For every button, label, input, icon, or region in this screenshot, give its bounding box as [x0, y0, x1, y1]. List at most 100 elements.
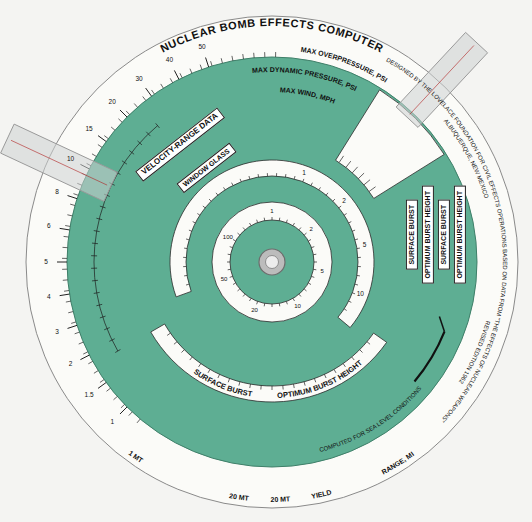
- scale-tick: [62, 269, 67, 270]
- ring-tick: [264, 218, 266, 221]
- scale-number: 40: [166, 57, 173, 64]
- band-tick: [208, 369, 210, 372]
- scale-tick: [242, 54, 244, 59]
- scale-caption: BASED ON DATA FROM "THE EFFECTS OF NUCLE…: [440, 249, 508, 423]
- scale-tick: [126, 111, 129, 115]
- scale-caption-line: RANGE, MI: [380, 450, 415, 475]
- band-tick: [314, 379, 315, 383]
- scale-box: SURFACE BURST: [406, 200, 418, 270]
- scale-caption: 20 MT: [270, 495, 291, 503]
- scale-number: 10: [67, 156, 74, 163]
- scale-tick: [98, 145, 102, 148]
- scale-tick: [64, 236, 69, 238]
- grommet-hole: [266, 256, 279, 269]
- ring-number: 50: [221, 276, 228, 282]
- ring-tick: [243, 294, 245, 296]
- scale-tick: [63, 279, 68, 280]
- scale-tick: [83, 352, 88, 354]
- band-tick: [303, 179, 304, 182]
- scale-caption-line: COMPUTED FOR SEA LEVEL CONDITIONS: [319, 385, 423, 453]
- scale-number: 4: [47, 294, 51, 301]
- band-tick: [193, 222, 196, 223]
- scale-tick: [100, 380, 104, 383]
- ring-tick: [228, 254, 231, 256]
- band-tick: [311, 183, 312, 186]
- box-text: OPTIMUM BURST HEIGHT: [456, 191, 463, 279]
- scale-caption: COMPUTED FOR SEA LEVEL CONDITIONS: [319, 385, 423, 453]
- scale-caption: MAX OVERPRESSURE, PSI: [300, 46, 388, 84]
- band-tick: [184, 248, 187, 249]
- scale-number: 50: [199, 44, 206, 51]
- hairline: [410, 46, 474, 115]
- scale-tick: [134, 104, 137, 108]
- band-tick: [339, 206, 341, 208]
- scale-tick: [190, 69, 192, 74]
- scale-tick: [92, 154, 96, 157]
- ring-number: 10: [294, 303, 301, 309]
- ring-tick: [230, 247, 233, 248]
- scale-number: 1.5: [85, 392, 94, 399]
- band-tick: [344, 214, 347, 216]
- scale-tick: [121, 404, 125, 407]
- band-tick: [228, 379, 229, 383]
- ring-tick: [228, 269, 231, 271]
- band-tick: [174, 342, 177, 345]
- scale-number: 30: [136, 76, 143, 83]
- band-tick: [357, 248, 360, 249]
- scale-tick-major: [98, 136, 106, 142]
- green-scale-tick: [156, 123, 160, 128]
- band-tick: [190, 357, 193, 360]
- box-text: SURFACE BURST: [408, 205, 415, 265]
- band-tick: [349, 301, 352, 302]
- scale-tick-major: [68, 196, 78, 199]
- scale-tick-major: [60, 294, 70, 296]
- band-tick: [293, 384, 295, 388]
- ring-tick: [308, 240, 311, 242]
- scale-box: OPTIMUM BURST HEIGHT: [422, 186, 434, 284]
- scale-tick: [79, 342, 84, 344]
- band-tick: [352, 357, 355, 360]
- band-tick: [282, 386, 283, 390]
- scale-caption: ALBUQUERQUE, NEW MEXICO: [443, 118, 490, 200]
- scale-tick-major: [68, 325, 78, 328]
- scale-tick: [75, 332, 80, 334]
- tab-stroke: [439, 316, 444, 331]
- band-tick: [249, 384, 251, 388]
- band-tick: [258, 174, 259, 177]
- band-tick: [358, 266, 361, 267]
- scale-tick: [211, 61, 212, 66]
- ring-tick: [314, 262, 317, 263]
- scale-tick: [65, 225, 70, 227]
- green-scale-line: [94, 126, 158, 351]
- scale-tick-major: [60, 228, 70, 230]
- scale-tick: [111, 127, 115, 130]
- band-number: 10: [357, 291, 364, 298]
- ring-tick: [304, 289, 306, 291]
- scale-caption: 20 MT: [229, 492, 250, 502]
- scale-tick: [118, 119, 122, 122]
- scale-tick-major: [120, 110, 127, 117]
- scale-caption: YIELD: [311, 489, 332, 500]
- ring-tick: [264, 303, 266, 306]
- band-tick: [349, 222, 352, 223]
- band-tick: [181, 350, 184, 353]
- scale-tick: [68, 312, 73, 313]
- band-tick: [197, 214, 200, 216]
- scale-number: 2: [69, 361, 73, 368]
- band-tick: [209, 199, 211, 201]
- scale-tick: [129, 412, 132, 416]
- scale-tick: [88, 361, 92, 363]
- band-tick: [324, 374, 326, 378]
- band-tick: [248, 176, 250, 179]
- scale-tick: [264, 52, 265, 57]
- scale-number: 8: [55, 189, 59, 196]
- left-cursor: [1, 124, 118, 201]
- scale-tick: [143, 97, 146, 101]
- band-tick: [186, 284, 189, 286]
- band-tick: [186, 238, 189, 240]
- ring-tick: [230, 276, 233, 277]
- scale-number: 1: [110, 419, 114, 426]
- box-text: SURFACE BURST: [440, 205, 447, 265]
- scale-tick: [94, 371, 98, 374]
